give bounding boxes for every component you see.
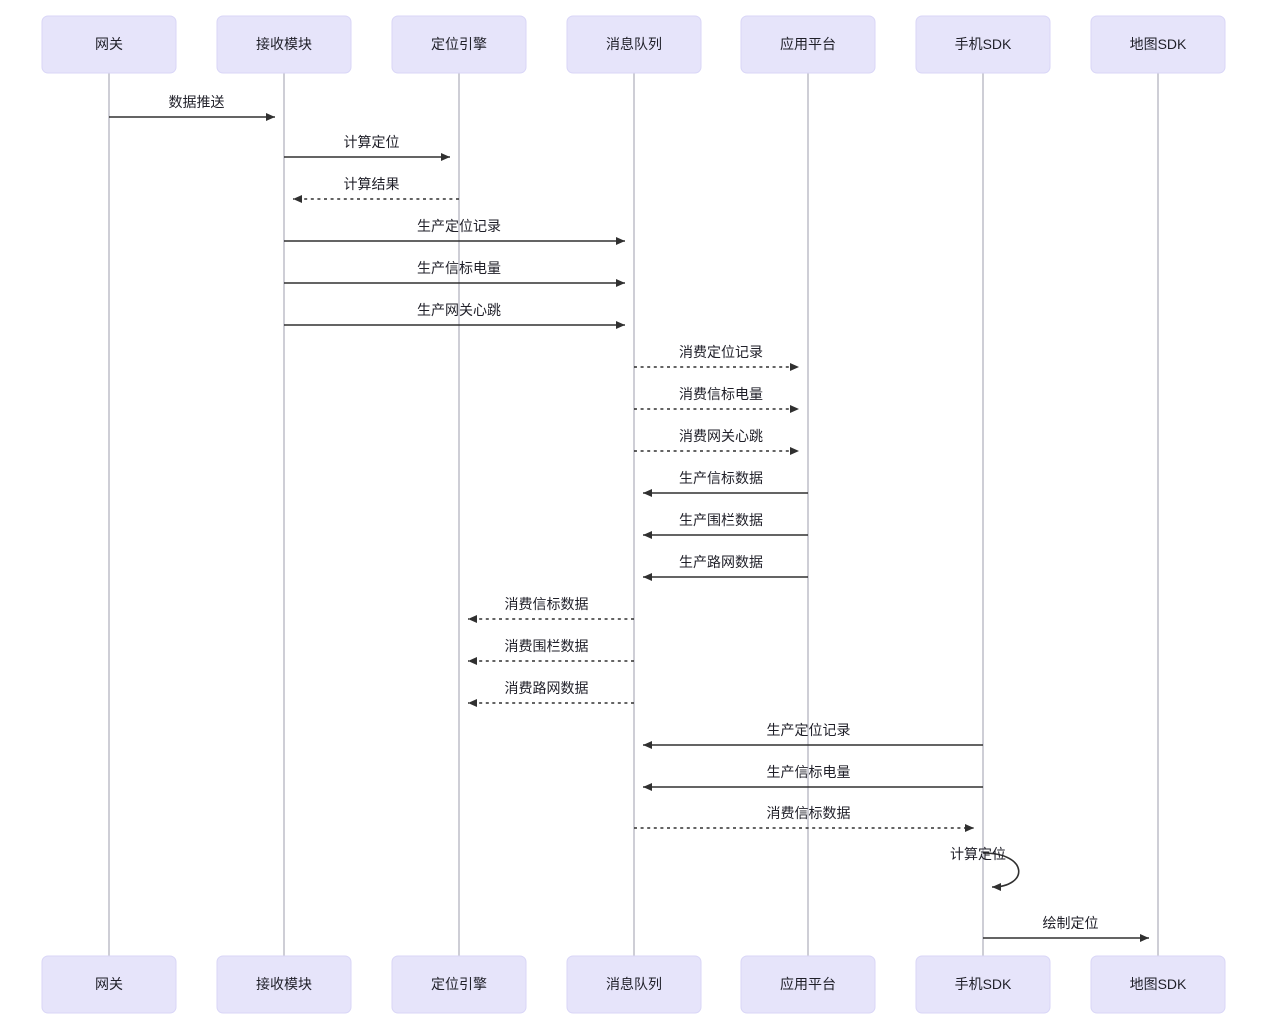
message-1[interactable]: 数据推送 — [109, 94, 275, 121]
message-label-15: 消费路网数据 — [505, 680, 589, 696]
actor-box-receiver — [216, 15, 352, 74]
message-6[interactable]: 生产网关心跳 — [284, 302, 625, 329]
message-10[interactable]: 生产信标数据 — [643, 470, 808, 497]
message-15[interactable]: 消费路网数据 — [468, 680, 634, 707]
actor-box-engine — [391, 15, 527, 74]
message-label-8: 消费信标电量 — [679, 386, 763, 402]
actor-box-mapsdk — [1090, 955, 1226, 1014]
message-label-12: 生产路网数据 — [679, 554, 763, 570]
message-14[interactable]: 消费围栏数据 — [468, 638, 634, 665]
actor-box-receiver — [216, 955, 352, 1014]
message-label-14: 消费围栏数据 — [505, 638, 589, 654]
actor-header-phonesdk[interactable]: 手机SDK — [915, 15, 1051, 74]
actor-footer-mq[interactable]: 消息队列 — [566, 955, 702, 1014]
message-9[interactable]: 消费网关心跳 — [634, 428, 799, 455]
actor-footer-gateway[interactable]: 网关 — [41, 955, 177, 1014]
actor-footer-platform[interactable]: 应用平台 — [740, 955, 876, 1014]
message-label-7: 消费定位记录 — [679, 344, 763, 360]
actor-label-gateway: 网关 — [95, 36, 123, 52]
actor-label-receiver: 接收模块 — [256, 36, 312, 52]
actor-header-platform[interactable]: 应用平台 — [740, 15, 876, 74]
actor-footer-phonesdk[interactable]: 手机SDK — [915, 955, 1051, 1014]
message-11[interactable]: 生产围栏数据 — [643, 512, 808, 539]
message-label-11: 生产围栏数据 — [679, 512, 763, 528]
actor-header-gateway[interactable]: 网关 — [41, 15, 177, 74]
message-label-17: 生产信标电量 — [767, 764, 851, 780]
message-label-13: 消费信标数据 — [505, 596, 589, 612]
actor-box-gateway — [41, 955, 177, 1014]
message-18[interactable]: 消费信标数据 — [634, 805, 974, 832]
actor-box-engine — [391, 955, 527, 1014]
message-label-9: 消费网关心跳 — [679, 428, 763, 444]
actor-footer-engine[interactable]: 定位引擎 — [391, 955, 527, 1014]
actor-header-receiver[interactable]: 接收模块 — [216, 15, 352, 74]
actor-box-platform — [740, 15, 876, 74]
actor-label-platform: 应用平台 — [780, 976, 836, 992]
message-16[interactable]: 生产定位记录 — [643, 722, 983, 749]
message-3[interactable]: 计算结果 — [293, 176, 459, 203]
message-label-18: 消费信标数据 — [767, 805, 851, 821]
actor-box-mq — [566, 955, 702, 1014]
actor-footer-receiver[interactable]: 接收模块 — [216, 955, 352, 1014]
actor-label-phonesdk: 手机SDK — [955, 976, 1012, 992]
actor-footers-group: 网关 接收模块 定位引擎 消息队列 应用平台 手机SDK 地图SDK — [41, 955, 1226, 1014]
message-5[interactable]: 生产信标电量 — [284, 260, 625, 287]
actor-headers-group: 网关 接收模块 定位引擎 消息队列 应用平台 手机SDK 地图SDK — [41, 15, 1226, 74]
message-19[interactable]: 绘制定位 — [983, 915, 1149, 942]
message-label-4: 生产定位记录 — [417, 218, 501, 234]
message-label-3: 计算结果 — [344, 176, 400, 192]
actor-label-mq: 消息队列 — [606, 976, 662, 992]
message-label-16: 生产定位记录 — [767, 722, 851, 738]
message-12[interactable]: 生产路网数据 — [643, 554, 808, 581]
message-label-5: 生产信标电量 — [417, 260, 501, 276]
message-label-2: 计算定位 — [344, 134, 400, 150]
actor-box-mapsdk — [1090, 15, 1226, 74]
self-message-1[interactable]: 计算定位 — [950, 846, 1020, 891]
message-17[interactable]: 生产信标电量 — [643, 764, 983, 791]
actor-label-gateway: 网关 — [95, 976, 123, 992]
message-label-10: 生产信标数据 — [679, 470, 763, 486]
actor-label-receiver: 接收模块 — [256, 976, 312, 992]
actor-box-phonesdk — [915, 955, 1051, 1014]
actor-label-phonesdk: 手机SDK — [955, 36, 1012, 52]
actor-label-mapsdk: 地图SDK — [1130, 36, 1187, 52]
message-8[interactable]: 消费信标电量 — [634, 386, 799, 413]
message-label-1: 数据推送 — [169, 94, 225, 110]
messages-group: 数据推送计算定位计算结果生产定位记录生产信标电量生产网关心跳消费定位记录消费信标… — [109, 94, 1149, 942]
self-message-label-1: 计算定位 — [950, 846, 1006, 862]
message-4[interactable]: 生产定位记录 — [284, 218, 625, 245]
message-13[interactable]: 消费信标数据 — [468, 596, 634, 623]
self-message-arrow-1 — [982, 852, 1020, 891]
message-2[interactable]: 计算定位 — [284, 134, 450, 161]
actor-label-mq: 消息队列 — [606, 36, 662, 52]
actor-box-platform — [740, 955, 876, 1014]
actor-header-mapsdk[interactable]: 地图SDK — [1090, 15, 1226, 74]
actor-label-mapsdk: 地图SDK — [1130, 976, 1187, 992]
actor-box-mq — [566, 15, 702, 74]
message-label-6: 生产网关心跳 — [417, 302, 501, 318]
actor-label-engine: 定位引擎 — [431, 976, 487, 992]
actor-box-phonesdk — [915, 15, 1051, 74]
actor-label-platform: 应用平台 — [780, 36, 836, 52]
actor-header-mq[interactable]: 消息队列 — [566, 15, 702, 74]
lifelines-group — [108, 73, 1159, 956]
actor-header-engine[interactable]: 定位引擎 — [391, 15, 527, 74]
actor-box-gateway — [41, 15, 177, 74]
message-7[interactable]: 消费定位记录 — [634, 344, 799, 371]
actor-label-engine: 定位引擎 — [431, 36, 487, 52]
actor-footer-mapsdk[interactable]: 地图SDK — [1090, 955, 1226, 1014]
message-label-19: 绘制定位 — [1043, 915, 1099, 931]
